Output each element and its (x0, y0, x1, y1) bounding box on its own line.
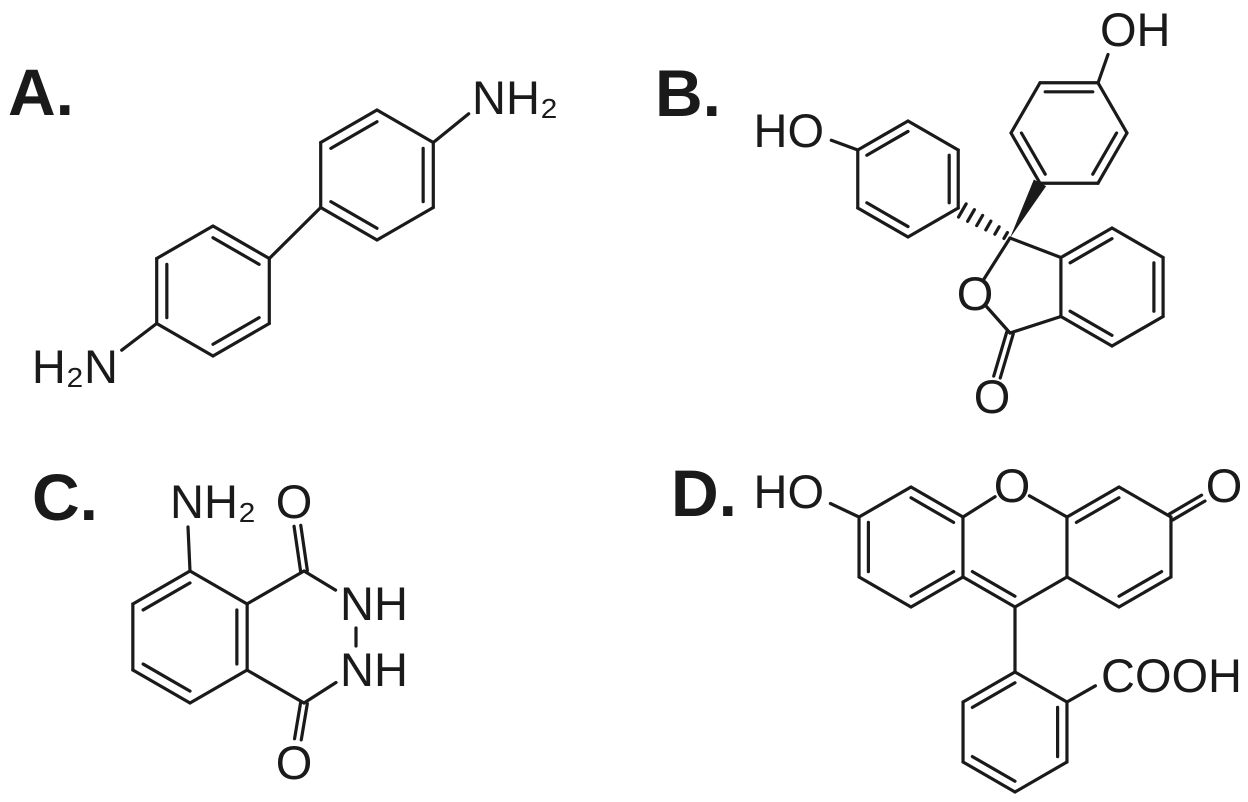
panel-label-c: C. (32, 460, 98, 534)
carbonyl-oxygen-label-b: O (974, 370, 1011, 423)
stereo-wedges (1010, 179, 1047, 238)
hydroxyl-label-top: OH (1100, 3, 1171, 56)
panel-label-b: B. (655, 56, 721, 130)
bond-lines (120, 52, 1207, 794)
panel-label-a: A. (8, 55, 74, 129)
amide-bottom-label: NH (340, 643, 408, 696)
amide-top-label: NH (340, 577, 408, 630)
carbonyl-bottom-label-c: O (276, 736, 313, 789)
carbonyl-oxygen-label-d: O (1206, 459, 1243, 512)
amine-label-right: NH₂ (472, 71, 558, 124)
amine-label-c: NH₂ (170, 475, 256, 528)
panel-label-d: D. (671, 456, 737, 530)
amine-label-left: H₂N (32, 340, 118, 393)
hydroxyl-label-d: HO (754, 465, 825, 518)
ether-oxygen-label: O (994, 459, 1031, 512)
hydroxyl-label-left: HO (754, 104, 825, 157)
carbonyl-top-label-c: O (276, 475, 313, 528)
lactone-oxygen-label: O (957, 267, 994, 320)
carboxyl-label: COOH (1101, 649, 1242, 702)
